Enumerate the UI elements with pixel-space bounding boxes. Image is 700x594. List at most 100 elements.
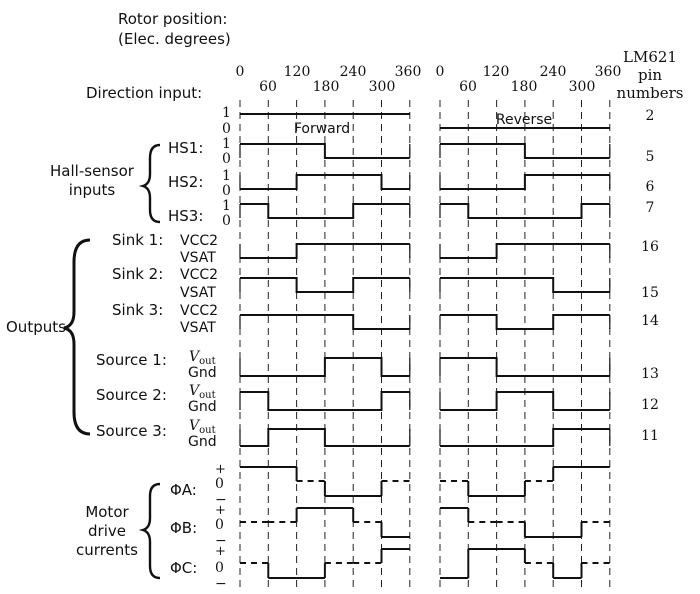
hall-2-reverse-trace <box>440 174 610 190</box>
source-row-name: Source 1: <box>96 351 167 369</box>
source-row-low-label: Gnd <box>188 434 217 450</box>
hall-row-low-label: 0 <box>222 183 231 199</box>
sink-row-low-label: VSAT <box>180 285 216 301</box>
hall-row-name: HS3: <box>168 207 203 225</box>
hall-row-high-label: 1 <box>222 198 231 214</box>
direction-high-label: 1 <box>222 105 231 121</box>
phase-row-zero-label: 0 <box>215 476 224 492</box>
phase-row-zero-label: 0 <box>215 517 224 533</box>
pin-header-line2: pin <box>638 66 662 84</box>
source-row-vout-symbol: V <box>189 349 201 365</box>
phase-row-zero-label: 0 <box>215 560 224 576</box>
phase-row-a: ΦA: + 0 − <box>170 462 227 508</box>
source-row-vout-subscript: out <box>199 356 215 367</box>
sink-row-pin-number: 14 <box>641 313 659 329</box>
sink-row-low-label: VSAT <box>180 320 216 336</box>
sink-row-high-label: VCC2 <box>180 267 218 283</box>
hall-row-name: HS2: <box>168 173 203 191</box>
degree-guide-lines <box>239 100 611 588</box>
source-row-pin-number: 13 <box>641 366 659 382</box>
sink-row-pin-number: 15 <box>641 285 659 301</box>
degree-tick-120: 120 <box>483 64 510 80</box>
motor-group-brace <box>138 482 161 580</box>
sink-row-low-label: VSAT <box>180 250 216 266</box>
source-row-high-label: Vout <box>189 383 216 401</box>
motor-group-label-line1: Motor <box>85 503 129 521</box>
rotor-position-title: Rotor position: <box>118 10 227 28</box>
hall-row-hs1: HS1: 1 0 5 <box>168 136 654 167</box>
sink-row-name: Sink 2: <box>112 265 163 283</box>
sink-row-2: Sink 2: VCC2 VSAT 15 <box>112 265 659 301</box>
degree-tick-120: 120 <box>284 64 311 80</box>
degree-tick-60: 60 <box>459 79 477 95</box>
pin-header-line1: LM621 <box>623 48 677 66</box>
phase-row-minus-label: − <box>215 533 227 549</box>
source-row-vout-subscript: out <box>199 390 215 401</box>
motor-group-label-line2: drive <box>88 522 126 540</box>
hall-row-name: HS1: <box>168 139 203 157</box>
source-row-3: Source 3: Vout Gnd 11 <box>96 418 659 450</box>
degree-tick-300: 300 <box>369 79 396 95</box>
hall-group-label-line1: Hall-sensor <box>50 162 135 180</box>
source-row-1: Source 1: Vout Gnd 13 <box>96 349 659 382</box>
hall-row-low-label: 0 <box>222 213 231 229</box>
degree-tick-60: 60 <box>259 79 277 95</box>
reverse-degree-ticks: 0 60 120 180 240 300 360 <box>436 64 622 95</box>
direction-input-label: Direction input: <box>86 84 202 102</box>
sink-row-1: Sink 1: VCC2 VSAT 16 <box>112 231 659 266</box>
hall-row-high-label: 1 <box>222 168 231 184</box>
source-row-2: Source 2: Vout Gnd 12 <box>96 383 659 415</box>
sink-row-pin-number: 16 <box>641 239 659 255</box>
phase-row-name: ΦC: <box>170 559 197 577</box>
phase-row-c: ΦC: + 0 − <box>170 544 227 592</box>
source-row-pin-number: 12 <box>641 397 659 413</box>
phase-row-plus-label: + <box>215 503 226 518</box>
phase-row-plus-label: + <box>215 544 226 559</box>
phase-row-minus-label: − <box>215 576 227 592</box>
phase-row-b: ΦB: + 0 − <box>170 503 227 549</box>
sink-2-reverse-trace <box>440 277 610 293</box>
sink-1-forward-trace <box>240 243 410 259</box>
degree-tick-180: 180 <box>511 79 538 95</box>
source-2-forward-trace <box>240 391 410 411</box>
hall-1-reverse-trace <box>440 143 610 159</box>
waveform-traces <box>239 143 611 579</box>
hall-1-forward-trace <box>240 143 410 159</box>
source-row-name: Source 3: <box>96 422 167 440</box>
phase-row-plus-label: + <box>215 462 226 477</box>
hall-2-forward-trace <box>240 174 410 190</box>
direction-pin-number: 2 <box>646 108 655 124</box>
sink-row-3: Sink 3: VCC2 VSAT 14 <box>112 301 659 336</box>
hall-row-high-label: 1 <box>222 136 231 152</box>
hall-row-hs2: HS2: 1 0 6 <box>168 168 655 199</box>
motor-group-label-line3: currents <box>76 541 138 559</box>
sink-3-forward-trace <box>240 314 410 330</box>
sink-row-name: Sink 1: <box>112 231 163 249</box>
hall-row-pin-number: 6 <box>646 179 655 195</box>
sink-row-high-label: VCC2 <box>180 233 218 249</box>
degree-tick-300: 300 <box>569 79 596 95</box>
source-row-low-label: Gnd <box>188 365 217 381</box>
hall-3-forward-trace <box>240 203 410 219</box>
direction-forward-label: Forward <box>294 121 350 137</box>
hall-3-reverse-trace <box>440 203 610 219</box>
source-3-forward-trace <box>240 428 410 447</box>
source-row-high-label: Vout <box>189 349 216 367</box>
source-row-low-label: Gnd <box>188 399 217 415</box>
degree-tick-360: 360 <box>395 64 422 80</box>
source-row-pin-number: 11 <box>641 428 659 444</box>
source-row-high-label: Vout <box>189 418 216 436</box>
hall-row-pin-number: 7 <box>646 200 655 216</box>
degree-tick-240: 240 <box>340 64 367 80</box>
sink-1-reverse-trace <box>440 243 610 259</box>
degree-tick-0: 0 <box>236 64 245 80</box>
source-row-vout-symbol: V <box>189 418 201 434</box>
sink-3-reverse-trace <box>440 314 610 330</box>
source-row-name: Source 2: <box>96 386 167 404</box>
direction-low-label: 0 <box>222 121 231 137</box>
degree-tick-0: 0 <box>436 64 445 80</box>
phase-row-name: ΦA: <box>170 481 197 499</box>
hall-row-low-label: 0 <box>222 151 231 167</box>
forward-degree-ticks: 0 60 120 180 240 300 360 <box>236 64 422 95</box>
outputs-group-brace <box>63 238 91 436</box>
